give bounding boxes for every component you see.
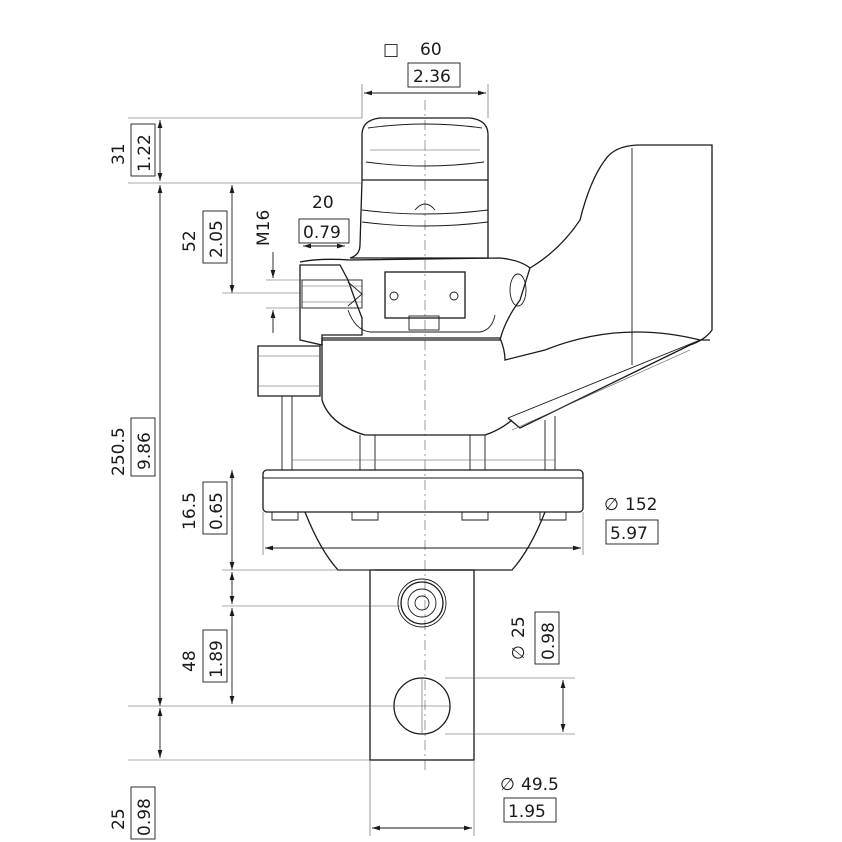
dim-shaft-diameter: ∅ 49.5 1.95 bbox=[369, 760, 559, 836]
dim-thread: M16 bbox=[254, 210, 302, 333]
dim-flange-height: 16.5 0.65 bbox=[180, 470, 375, 571]
dim-cap-height: 31 1.22 bbox=[109, 117, 362, 184]
thread-size: M16 bbox=[254, 210, 274, 246]
flange-dia-mm: 152 bbox=[625, 495, 657, 515]
dim-port-height: 52 2.05 bbox=[180, 185, 302, 294]
flange-height-mm: 16.5 bbox=[180, 492, 200, 530]
thread-length-mm: 20 bbox=[312, 193, 334, 213]
dim-hole-diameter: ∅ 25 0.98 bbox=[445, 611, 575, 735]
shaft-dia-in: 1.95 bbox=[508, 802, 546, 822]
hole-dia-symbol: ∅ bbox=[509, 645, 529, 660]
dim-shaft-length: 48 1.89 bbox=[180, 572, 400, 704]
hole-dia-mm: 25 bbox=[509, 616, 529, 638]
port-height-in: 2.05 bbox=[207, 220, 227, 258]
dim-bottom-length: 25 0.98 bbox=[109, 708, 370, 840]
dim-total-height: 250.5 9.86 bbox=[109, 185, 395, 707]
top-width-mm: 60 bbox=[420, 40, 442, 60]
hole-dia-in: 0.98 bbox=[539, 622, 559, 660]
flange-dia-symbol: ∅ bbox=[604, 495, 619, 515]
dim-top-width: □ 60 2.36 bbox=[361, 40, 489, 118]
dim-thread-length: 20 0.79 bbox=[298, 193, 350, 249]
dim-flange-diameter: ∅ 152 5.97 bbox=[262, 495, 659, 555]
cap-height-in: 1.22 bbox=[135, 134, 155, 172]
bottom-length-in: 0.98 bbox=[135, 798, 155, 836]
flange-dia-in: 5.97 bbox=[610, 524, 648, 544]
cap-height-mm: 31 bbox=[109, 143, 129, 165]
flange-height-in: 0.65 bbox=[207, 492, 227, 530]
shaft-length-in: 1.89 bbox=[207, 640, 227, 678]
shaft-dia-mm: 49.5 bbox=[521, 775, 559, 795]
top-square-symbol: □ bbox=[383, 40, 399, 60]
shaft-length-mm: 48 bbox=[180, 650, 200, 672]
thread-length-in: 0.79 bbox=[303, 223, 341, 243]
top-width-in: 2.36 bbox=[413, 67, 451, 87]
total-height-mm: 250.5 bbox=[109, 427, 129, 476]
bottom-length-mm: 25 bbox=[109, 808, 129, 830]
shaft-dia-symbol: ∅ bbox=[500, 775, 515, 795]
total-height-in: 9.86 bbox=[135, 432, 155, 470]
port-height-mm: 52 bbox=[180, 230, 200, 252]
rotator-outline bbox=[257, 100, 713, 770]
